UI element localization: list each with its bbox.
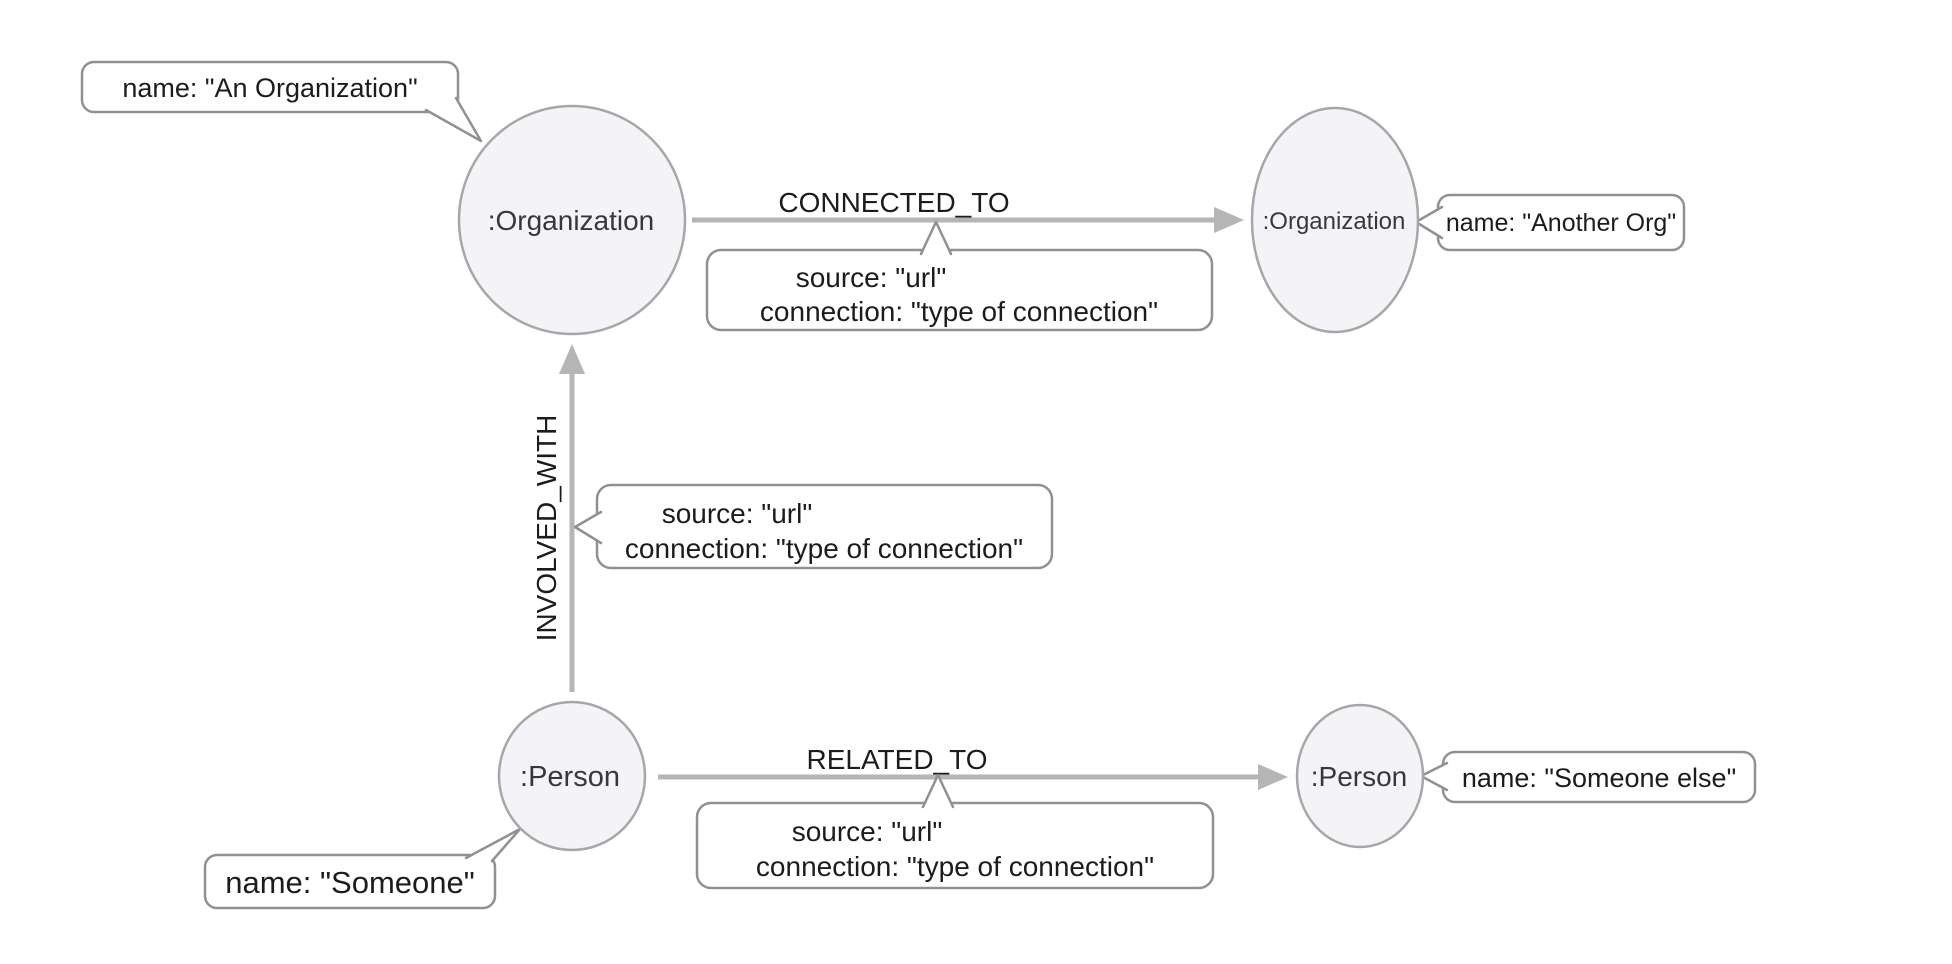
callout-tail [424, 96, 483, 143]
callout-tail [573, 510, 603, 545]
node-callouts: name: "An Organization" name: "Another O… [80, 60, 1757, 910]
relationship-connected-to: CONNECTED_TO [692, 187, 1244, 233]
property-line-source: source: "url" [796, 262, 947, 293]
node-circle [1250, 106, 1420, 334]
node-label: :Organization [1263, 208, 1406, 235]
relationship-involved-with: INVOLVED_WITH [531, 344, 585, 692]
node-label: :Organization [488, 205, 655, 236]
callout-tail [464, 827, 522, 863]
node-organization-2: :Organization [1250, 106, 1420, 334]
callout-tail [1419, 761, 1449, 792]
property-line-connection: connection: "type of connection" [760, 296, 1158, 327]
callout-box [80, 60, 460, 114]
relationship-label: RELATED_TO [806, 744, 987, 775]
arrowhead-icon [1214, 207, 1244, 233]
property-line-connection: connection: "type of connection" [756, 851, 1154, 882]
callout-text: name: "Someone" [225, 865, 474, 900]
callout-box [695, 801, 1215, 890]
relationship-label: CONNECTED_TO [778, 187, 1009, 218]
callout-related-to-properties: source: "url" connection: "type of conne… [695, 773, 1215, 890]
relationship-related-to: RELATED_TO [658, 744, 1288, 790]
arrowhead-icon [1258, 764, 1288, 790]
node-person-1: :Person [497, 700, 647, 852]
node-person-2: :Person [1295, 703, 1425, 849]
callout-tail [921, 773, 955, 809]
callout-tail [1414, 205, 1444, 240]
relationship-label: INVOLVED_WITH [531, 415, 562, 642]
callout-text: name: "Someone else" [1462, 763, 1736, 793]
callout-text: name: "Another Org" [1446, 209, 1676, 237]
callout-box [203, 853, 497, 910]
node-circle [457, 104, 687, 336]
node-circle [497, 700, 647, 852]
callout-box [705, 248, 1214, 332]
callout-someone-else: name: "Someone else" [1419, 750, 1757, 804]
property-line-source: source: "url" [792, 816, 943, 847]
callout-text: name: "An Organization" [122, 73, 417, 103]
relationships: CONNECTED_TO INVOLVED_WITH RELATED_TO [531, 187, 1288, 790]
node-label: :Person [520, 761, 620, 793]
arrowhead-icon [559, 344, 585, 374]
property-line-connection: connection: "type of connection" [625, 533, 1023, 564]
callout-connected-to-properties: source: "url" connection: "type of conne… [705, 220, 1214, 332]
node-organization-1: :Organization [457, 104, 687, 336]
callout-tail [919, 220, 953, 256]
relationship-callouts: source: "url" connection: "type of conne… [573, 220, 1215, 890]
callout-someone: name: "Someone" [203, 827, 522, 910]
node-circle [1295, 703, 1425, 849]
callout-involved-with-properties: source: "url" connection: "type of conne… [573, 483, 1054, 570]
callout-another-org: name: "Another Org" [1414, 193, 1686, 252]
nodes: :Organization :Organization :Person :Per… [457, 104, 1425, 852]
callout-an-organization: name: "An Organization" [80, 60, 483, 143]
node-label: :Person [1311, 761, 1408, 792]
property-line-source: source: "url" [662, 498, 813, 529]
